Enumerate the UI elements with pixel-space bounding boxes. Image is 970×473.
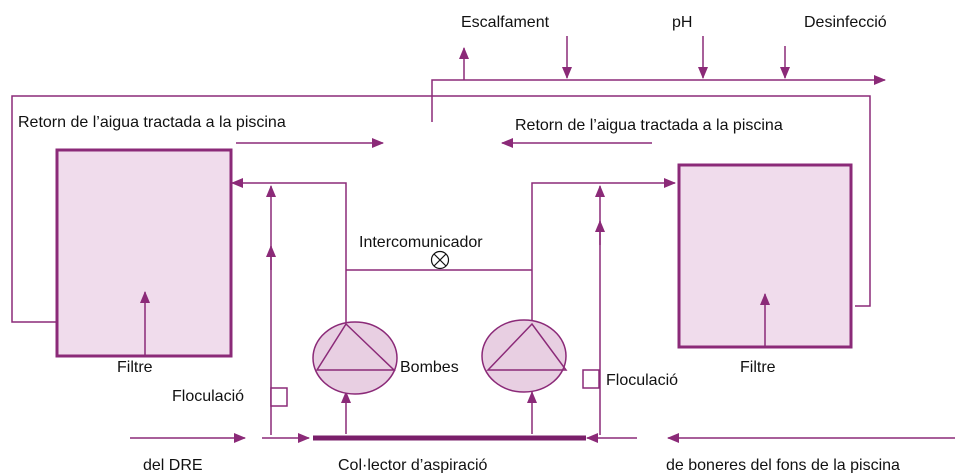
intercom-label: Intercomunicador [359,234,483,251]
disinfection-label: Desinfecció [804,14,887,31]
pumps-label: Bombes [400,359,459,376]
heating-label: Escalfament [461,14,550,31]
pump-left [312,321,398,395]
return-label-left: Retorn de l’aigua tractada a la piscina [18,114,286,131]
return-loop-left-pipe [11,95,871,323]
filter-tank-left [55,148,233,358]
return-label-right: Retorn de l’aigua tractada a la piscina [515,117,783,134]
pump-right [481,319,568,393]
floc-label-left: Floculació [172,388,244,405]
ph-label: pH [672,14,692,31]
right-pump-outlet-pipe [531,178,676,326]
dre-label: del DRE [143,457,203,473]
top-distribution-pipe [431,75,886,122]
filter-label-left: Filtre [117,359,153,376]
filter-label-right: Filtre [740,359,776,376]
floc-label-right: Floculació [606,372,678,389]
intercom-valve-icon [430,250,450,270]
bottom-drain-label: de boneres del fons de la piscina [666,457,900,473]
left-pump-outlet-pipe [231,178,347,326]
floc-dosing-box-right [582,369,600,389]
collector-label: Col·lector d’aspiració [338,457,487,473]
floc-dosing-box-left [270,387,288,407]
